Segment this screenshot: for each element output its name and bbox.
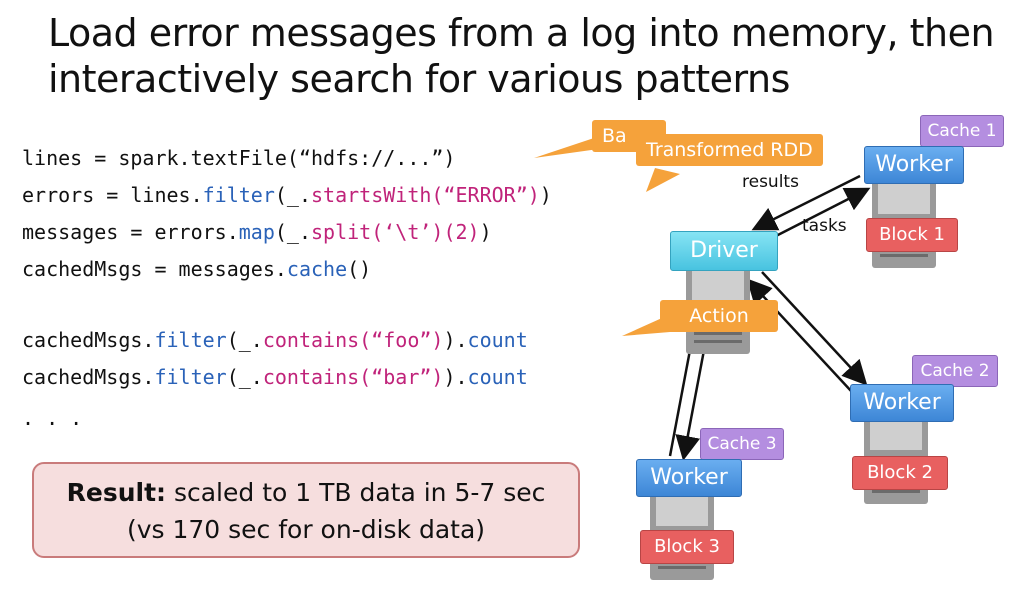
callout-transformed-rdd: Transformed RDD [636,134,823,166]
result-box: Result: scaled to 1 TB data in 5-7 sec (… [32,462,580,558]
code-text: cachedMsgs. [22,365,155,389]
worker-1: Worker [864,146,964,184]
code-text: () [347,257,372,281]
result-line-1: Result: scaled to 1 TB data in 5-7 sec [34,474,578,511]
block-1: Block 1 [866,218,958,252]
code-line-2: errors = lines.filter(_.startsWith(“ERRO… [22,183,552,207]
code-text: cachedMsgs. [22,328,155,352]
code-text: cachedMsgs = messages. [22,257,287,281]
arrow-results [751,174,861,231]
arrow-driver-worker2 [761,271,868,386]
code-string: startsWith(“ERROR”) [311,183,540,207]
code-ellipsis: . . . [22,406,83,430]
driver-node: Driver [670,231,778,271]
cache-2: Cache 2 [912,355,998,387]
code-text: ). [443,365,468,389]
code-text: ) [479,220,492,244]
code-keyword: count [467,328,528,352]
callout-action: Action [660,300,778,332]
result-text-1: scaled to 1 TB data in 5-7 sec [166,478,546,507]
code-line-3: messages = errors.map(_.split(‘\t’)(2)) [22,220,492,244]
code-line-4: cachedMsgs = messages.cache() [22,257,371,281]
result-bold-label: Result: [66,478,167,507]
label-results: results [742,172,799,192]
code-keyword: map [238,220,275,244]
arrow-worker2-driver [746,278,853,393]
block-2: Block 2 [852,456,948,490]
code-text: (_. [274,220,311,244]
code-text: lines = spark.textFile(“hdfs://...”) [22,146,456,170]
slide-title: Load error messages from a log into memo… [48,10,1008,102]
block-3: Block 3 [640,530,734,564]
code-string: contains(“bar”) [262,365,444,389]
code-text: (_. [226,328,263,352]
callout-tail-action [622,318,670,336]
code-keyword: filter [154,365,227,389]
code-keyword: cache [286,257,348,281]
label-tasks: tasks [802,216,847,236]
code-keyword: filter [202,183,275,207]
code-text: (_. [226,365,263,389]
code-text: ). [443,328,468,352]
code-text: (_. [274,183,311,207]
code-line-1: lines = spark.textFile(“hdfs://...”) [22,146,455,170]
code-keyword: count [467,365,528,389]
result-line-2: (vs 170 sec for on-disk data) [126,515,486,544]
code-string: contains(“foo”) [262,328,444,352]
cache-1: Cache 1 [920,115,1004,147]
code-text: ) [539,183,552,207]
cache-3: Cache 3 [700,428,784,460]
code-line-6: cachedMsgs.filter(_.contains(“bar”)).cou… [22,365,528,389]
arrow-tasks [771,187,871,240]
code-string: split(‘\t’)(2) [311,220,480,244]
worker-3: Worker [636,459,742,497]
code-text: errors = lines. [22,183,203,207]
code-text: messages = errors. [22,220,239,244]
worker-2: Worker [850,384,954,422]
title-line-2: interactively search for various pattern… [48,57,790,101]
code-keyword: filter [154,328,227,352]
code-line-5: cachedMsgs.filter(_.contains(“foo”)).cou… [22,328,528,352]
callout-tail-transformed [646,168,680,192]
title-line-1: Load error messages from a log into memo… [48,11,995,55]
